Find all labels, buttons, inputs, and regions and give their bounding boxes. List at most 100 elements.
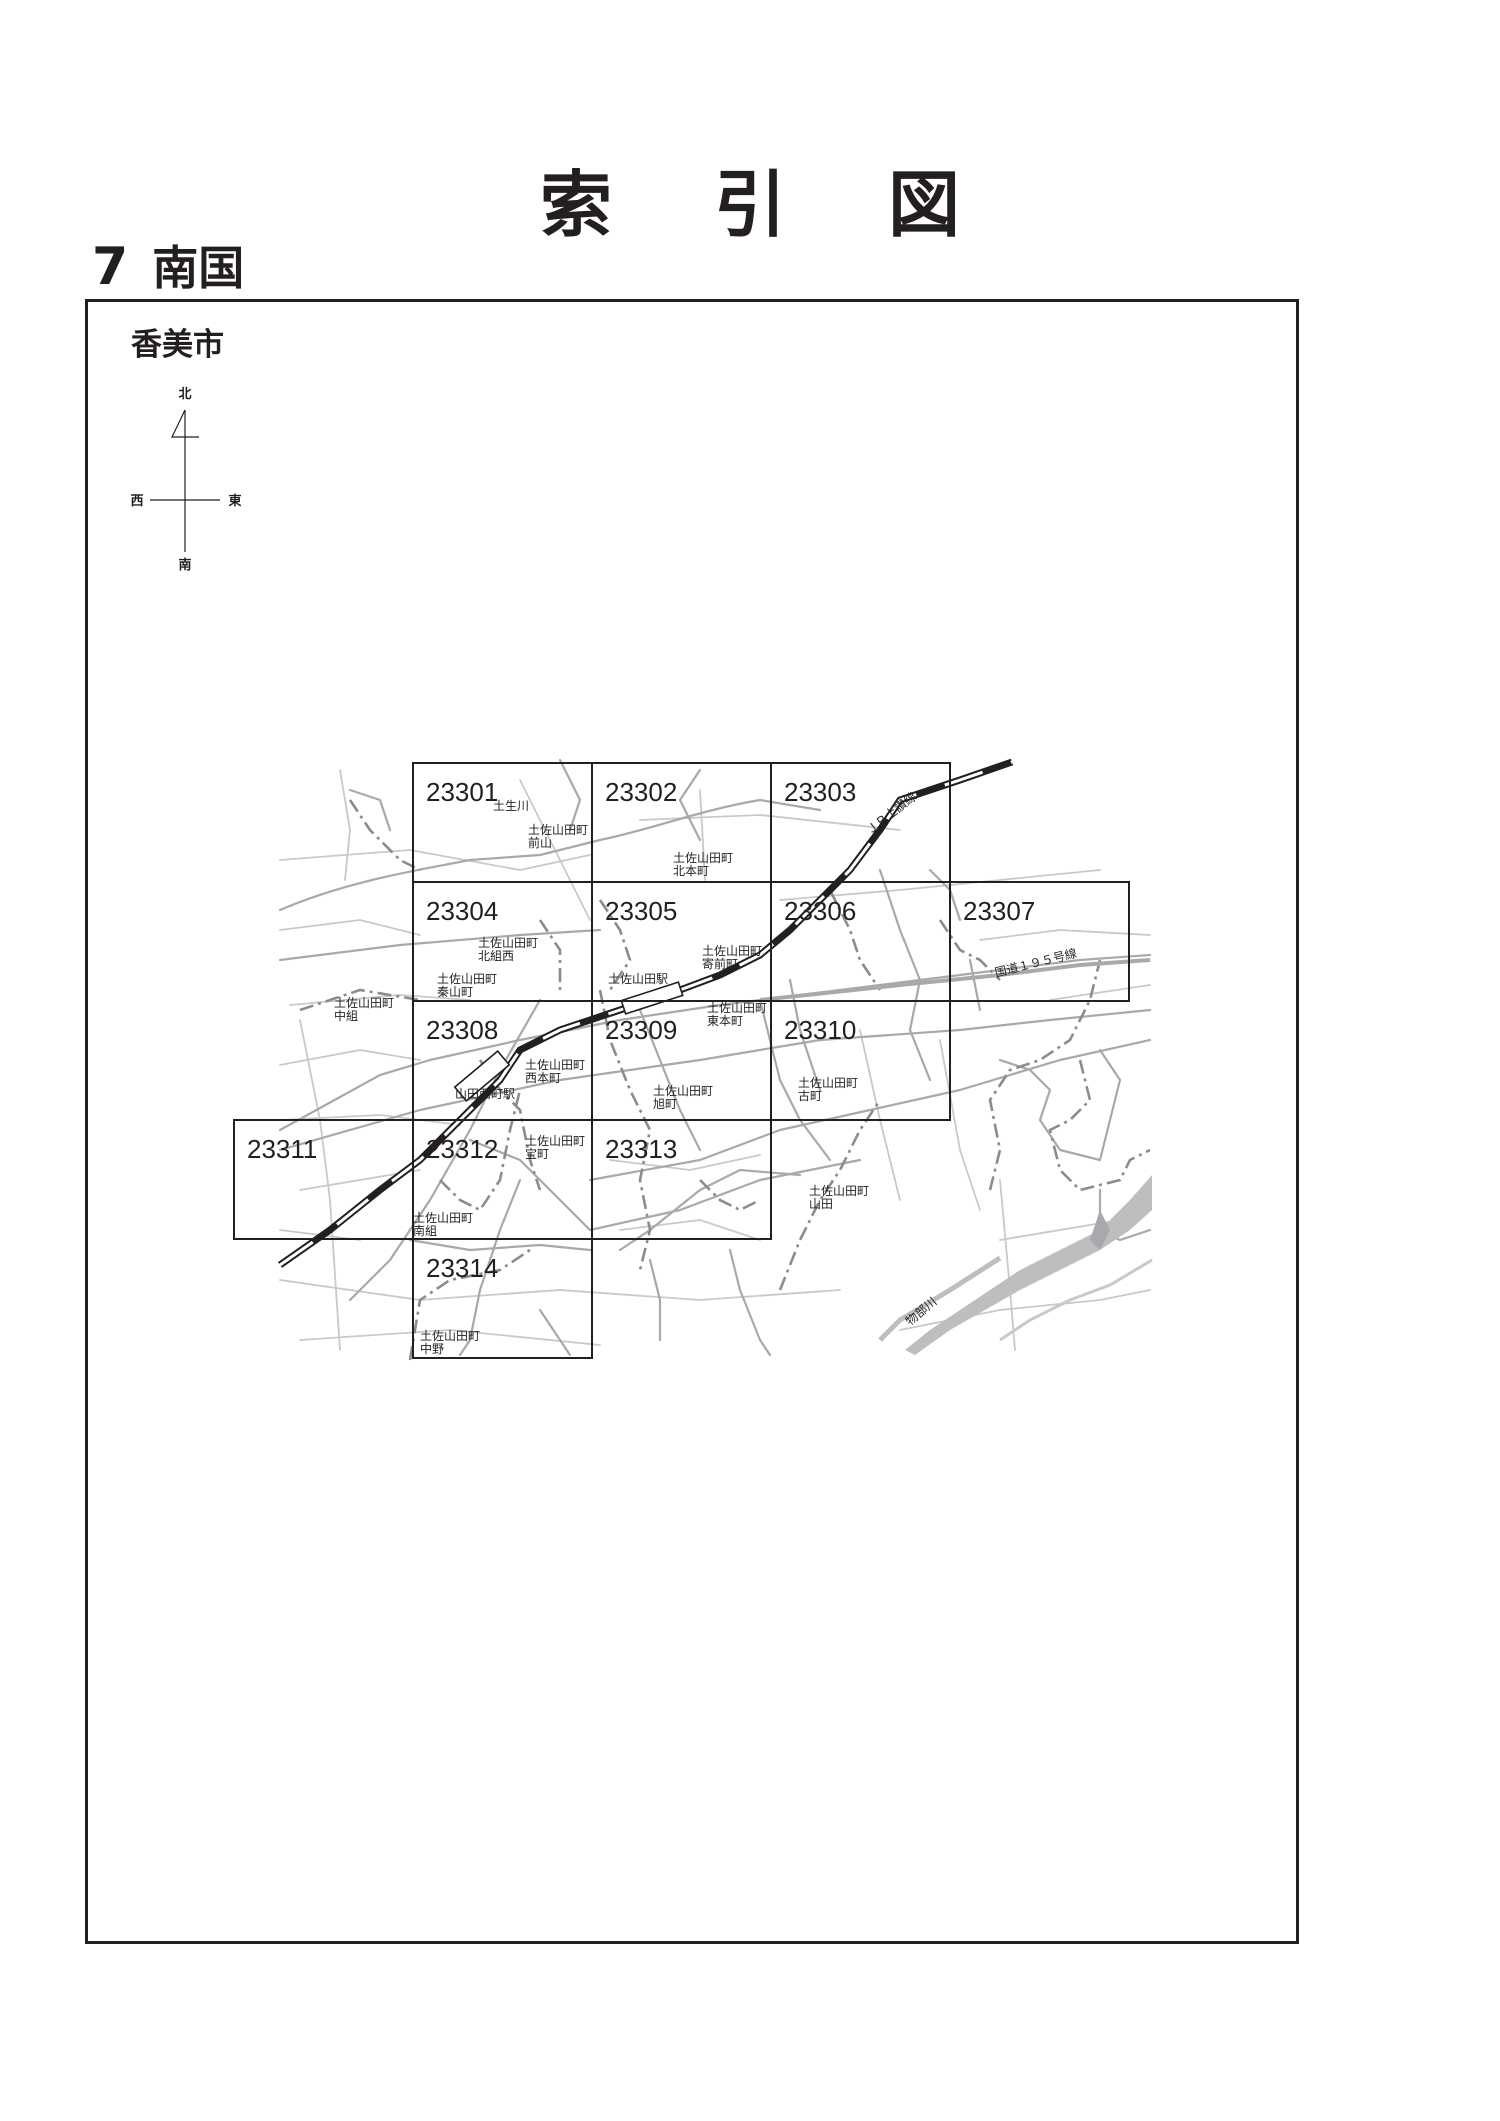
place-label: 山田西町駅 xyxy=(455,1087,515,1101)
place-label-line: 西本町 xyxy=(525,1071,561,1085)
jr-dosan-line xyxy=(277,758,1014,1268)
place-label-line: 土佐山田町 xyxy=(702,944,762,958)
tile-23313[interactable] xyxy=(591,1119,772,1240)
place-label: 土佐山田町西本町 xyxy=(525,1058,585,1085)
section-number: 7 xyxy=(92,237,129,297)
road-northeast-2 xyxy=(968,958,982,1012)
station-yamadanishimachi xyxy=(453,1049,511,1103)
place-label-line: 国道１９５号線 xyxy=(993,945,1078,980)
road-mid-2 xyxy=(638,1008,702,1152)
place-label-line: 土佐山田町 xyxy=(420,1329,480,1343)
river-bank xyxy=(999,1258,1153,1342)
place-label-line: 土佐山田町 xyxy=(334,996,394,1010)
north-arrow-icon xyxy=(171,409,199,438)
section-name: 南国 xyxy=(152,241,245,295)
title-char: 索 xyxy=(539,163,612,247)
place-label-line: 山田 xyxy=(809,1197,833,1211)
place-label: 土佐山田町北組西 xyxy=(478,936,538,963)
road-north-east xyxy=(878,868,932,1082)
station-tosayamada xyxy=(620,981,684,1015)
place-label-line: 北組西 xyxy=(478,949,514,963)
place-label-line: 寄前町 xyxy=(702,956,738,971)
road-central xyxy=(278,953,1152,1132)
road-west-4 xyxy=(458,1178,522,1357)
tile-label: 23304 xyxy=(426,896,498,926)
place-label-line: 秦山町 xyxy=(437,985,473,999)
compass-west: 西 xyxy=(130,494,143,509)
tile-label: 23309 xyxy=(605,1015,677,1045)
city-name: 香美市 xyxy=(131,327,224,363)
tile-23310[interactable] xyxy=(770,1000,951,1121)
road-north-2 xyxy=(678,768,702,842)
river-channel xyxy=(878,1255,1002,1342)
district-boundaries xyxy=(299,799,1151,1361)
tile-label: 23306 xyxy=(784,896,856,926)
place-label-line: 土佐山田駅 xyxy=(608,972,668,986)
place-label-line: 土佐山田町 xyxy=(809,1184,869,1198)
tile-labels: 23301 23302 23303 23304 23305 23306 2330… xyxy=(247,777,1035,1283)
place-label-line: 土佐山田町 xyxy=(478,936,538,950)
road-south-4 xyxy=(648,1258,662,1342)
section-heading: 7 南国 xyxy=(92,232,244,298)
place-label-line: 土佐山田町 xyxy=(653,1084,713,1098)
road-south-short xyxy=(538,1308,572,1357)
road-south xyxy=(588,1158,862,1232)
title-char: 図 xyxy=(888,163,961,247)
place-label-line: 旭町 xyxy=(653,1097,677,1111)
compass: 北 南 西 東 xyxy=(130,387,241,573)
place-label-line: 中組 xyxy=(334,1008,358,1023)
road-west-3 xyxy=(408,1238,592,1252)
place-label-line: ＪＲ土讃線 xyxy=(863,789,920,838)
place-label-line: 土生川 xyxy=(493,799,529,813)
place-label: 土佐山田町中組 xyxy=(334,996,394,1023)
place-label-line: 南組 xyxy=(413,1223,437,1238)
railway-outer xyxy=(277,758,1014,1268)
place-label-line: 土佐山田町 xyxy=(528,823,588,837)
page-title: 索引図 xyxy=(0,146,1500,251)
tile-label: 23308 xyxy=(426,1015,498,1045)
tile-grid xyxy=(233,762,1130,1359)
compass-north: 北 xyxy=(178,387,191,402)
tile-label: 23307 xyxy=(963,896,1035,926)
road-west xyxy=(278,928,602,962)
place-label-line: 宝町 xyxy=(525,1147,549,1161)
route-195-road xyxy=(759,958,1151,1002)
road-north-3 xyxy=(928,868,962,922)
tile-label: 23311 xyxy=(247,1134,317,1164)
road-south-3 xyxy=(728,1248,772,1357)
place-label: 土佐山田町前山 xyxy=(528,823,588,850)
place-label: 土佐山田町東本町 xyxy=(707,1001,767,1028)
road-southwest xyxy=(348,998,542,1302)
tile-label: 23310 xyxy=(784,1015,856,1045)
compass-east: 東 xyxy=(228,493,241,509)
place-label: 土佐山田町秦山町 xyxy=(437,972,497,999)
place-label-line: 東本町 xyxy=(707,1014,743,1028)
place-label: 土佐山田町寄前町 xyxy=(702,944,762,971)
tile-23314[interactable] xyxy=(412,1238,593,1359)
place-label-line: 土佐山田町 xyxy=(525,1134,585,1148)
place-label-line: 土佐山田町 xyxy=(798,1076,858,1090)
road-main-north xyxy=(278,798,822,912)
place-label: 土佐山田町宝町 xyxy=(525,1134,585,1161)
tile-23307[interactable] xyxy=(949,881,1130,1002)
title-char: 引 xyxy=(713,163,786,247)
road-south-2 xyxy=(618,1168,802,1252)
place-label-line: 山田西町駅 xyxy=(455,1087,515,1101)
place-label: 土生川 xyxy=(493,799,529,813)
place-label-line: 土佐山田町 xyxy=(673,851,733,865)
road-west-2 xyxy=(468,1138,592,1232)
place-label-line: 土佐山田町 xyxy=(437,972,497,986)
road-east xyxy=(588,1038,1152,1182)
tile-label: 23312 xyxy=(426,1134,498,1164)
place-label: ＪＲ土讃線 xyxy=(863,789,920,838)
place-label: 土佐山田町旭町 xyxy=(653,1084,713,1111)
street-map xyxy=(278,758,1152,1357)
tile-label: 23302 xyxy=(605,777,677,807)
place-label-line: 土佐山田町 xyxy=(413,1211,473,1225)
place-label-line: 北本町 xyxy=(673,864,709,878)
place-label: 土佐山田駅 xyxy=(608,972,668,986)
tile-label: 23301 xyxy=(426,777,498,807)
railway-inner xyxy=(279,760,1013,1267)
place-label: 土佐山田町山田 xyxy=(809,1184,869,1211)
place-label: 国道１９５号線 xyxy=(993,945,1078,980)
